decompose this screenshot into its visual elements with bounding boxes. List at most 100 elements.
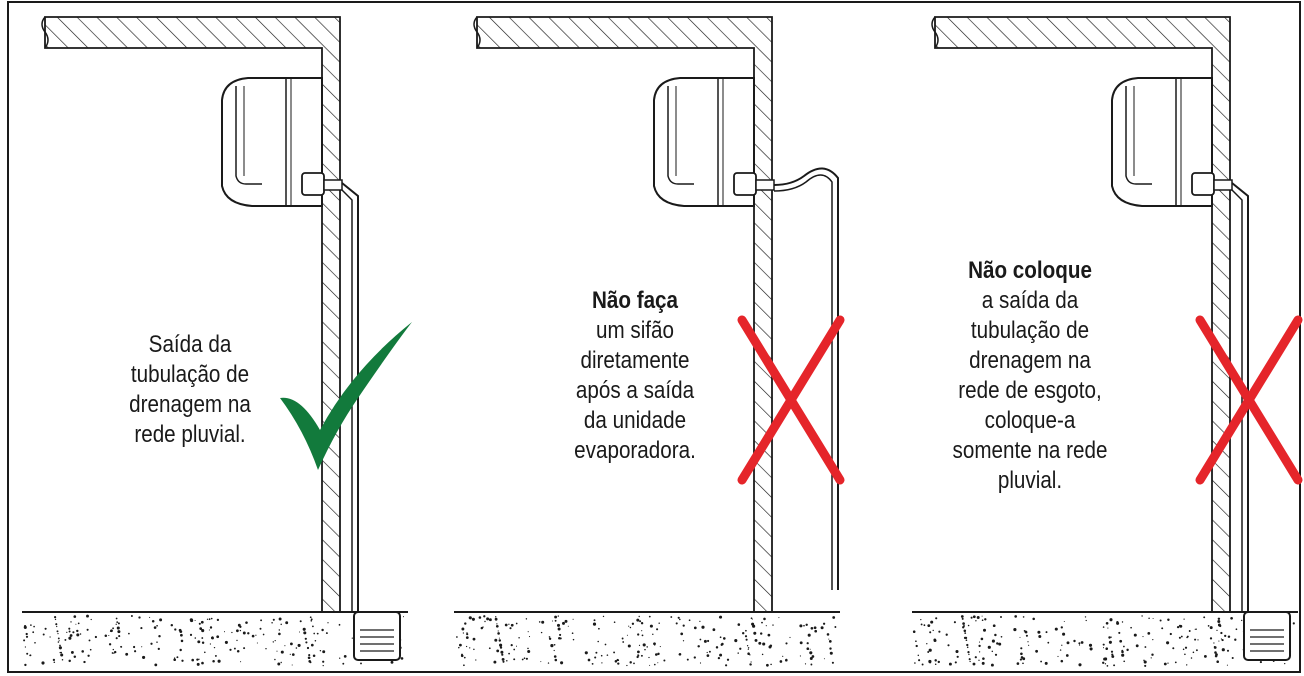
cross-icon <box>737 315 845 485</box>
ground-speck <box>206 618 209 620</box>
ground-speck <box>1216 629 1218 632</box>
ground-speck <box>243 647 246 650</box>
ground-speck <box>343 655 347 658</box>
ground-speck <box>272 641 275 643</box>
ground-speck <box>1226 649 1230 652</box>
ground-speck <box>109 630 112 633</box>
ground-speck <box>648 615 651 618</box>
ground-speck <box>463 656 466 659</box>
ground-speck <box>1104 663 1107 665</box>
ground-speck <box>1038 635 1042 638</box>
ground-speck <box>1108 636 1111 639</box>
ground-speck <box>595 651 598 654</box>
ground-speck <box>229 648 232 651</box>
ground-speck <box>734 639 738 643</box>
ground-speck <box>747 647 750 649</box>
ground-speck <box>1220 631 1223 635</box>
ground-speck <box>1102 647 1105 649</box>
ground-speck <box>553 649 555 652</box>
ground-speck <box>601 662 603 664</box>
ground-speck <box>256 642 258 644</box>
ground-speck <box>289 653 291 655</box>
ground-speck <box>60 651 62 654</box>
ground-speck <box>498 639 502 642</box>
ground-speck <box>523 657 526 660</box>
ground-speck <box>987 645 991 649</box>
ground-speck <box>1126 648 1129 652</box>
ground-speck <box>41 661 45 665</box>
caption-no-sewer: Não coloque a saída da tubulação de dren… <box>935 256 1124 496</box>
ground-speck <box>518 636 520 639</box>
ground-speck <box>515 645 518 647</box>
ground-speck <box>560 661 564 665</box>
ground-speck <box>115 637 118 640</box>
ground-speck <box>58 646 62 650</box>
ground-speck <box>652 633 654 636</box>
ground-speck <box>706 651 708 654</box>
ground-speck <box>1130 626 1132 629</box>
ground-speck <box>115 617 118 620</box>
ground-speck <box>461 627 465 631</box>
ground-speck <box>826 633 830 636</box>
ceiling-break-mark <box>931 16 939 49</box>
ground-speck <box>934 659 937 662</box>
ground-speck <box>1213 646 1216 648</box>
ground-speck <box>1135 644 1139 648</box>
ground-speck <box>638 615 640 618</box>
ground-speck <box>760 632 763 635</box>
ground-speck <box>464 622 467 625</box>
ground-speck <box>130 615 133 617</box>
ground-speck <box>208 618 211 621</box>
ground-speck <box>1183 618 1185 620</box>
ground-speck <box>947 644 950 647</box>
ground-speck <box>159 618 163 622</box>
ground-speck <box>638 644 641 647</box>
ground-speck <box>554 615 558 619</box>
ground-speck <box>180 633 183 637</box>
ground-speck <box>501 657 505 661</box>
ground-speck <box>310 618 313 621</box>
ground-speck <box>966 646 969 649</box>
ground-speck <box>466 633 469 636</box>
ground-speck <box>742 632 745 635</box>
ground-speck <box>212 660 215 663</box>
ground-speck <box>656 628 659 631</box>
ground-speck <box>613 621 616 623</box>
ground-speck <box>930 620 934 624</box>
ground-speck <box>24 646 27 648</box>
ground-speck <box>1123 660 1126 663</box>
ground-speck <box>594 656 597 659</box>
ground-speck <box>627 644 631 648</box>
ground-speck <box>1195 628 1197 630</box>
ground-speck <box>390 660 394 664</box>
ground-speck <box>1078 642 1081 645</box>
ground-speck <box>637 633 640 636</box>
ground-speck <box>701 625 705 629</box>
ground-speck <box>811 655 815 658</box>
ground-speck <box>933 638 937 642</box>
ground-speck <box>204 651 206 654</box>
ground-speck <box>69 634 73 637</box>
ground-speck <box>810 663 813 666</box>
ground-speck <box>459 643 462 647</box>
ground-speck <box>1119 639 1123 643</box>
caption-line: drenagem na <box>129 391 251 418</box>
ground-speck <box>749 654 751 656</box>
ground-speck <box>637 650 640 654</box>
ground-speck <box>495 624 499 628</box>
ground-speck <box>928 648 932 652</box>
ground-speck <box>1218 640 1220 642</box>
ground-speck <box>290 642 293 646</box>
ground-speck <box>400 657 404 660</box>
ground-speck <box>199 627 203 630</box>
ground-speck <box>966 643 969 647</box>
caption-line: diretamente <box>580 347 690 374</box>
ground-speck <box>499 646 503 649</box>
ground-speck <box>763 617 766 621</box>
ground-speck <box>1241 619 1243 622</box>
ground-speck <box>799 655 801 657</box>
ground-speck <box>929 631 932 634</box>
ground-speck <box>1227 636 1230 638</box>
ground-speck <box>969 660 971 663</box>
ground-speck <box>216 635 220 639</box>
